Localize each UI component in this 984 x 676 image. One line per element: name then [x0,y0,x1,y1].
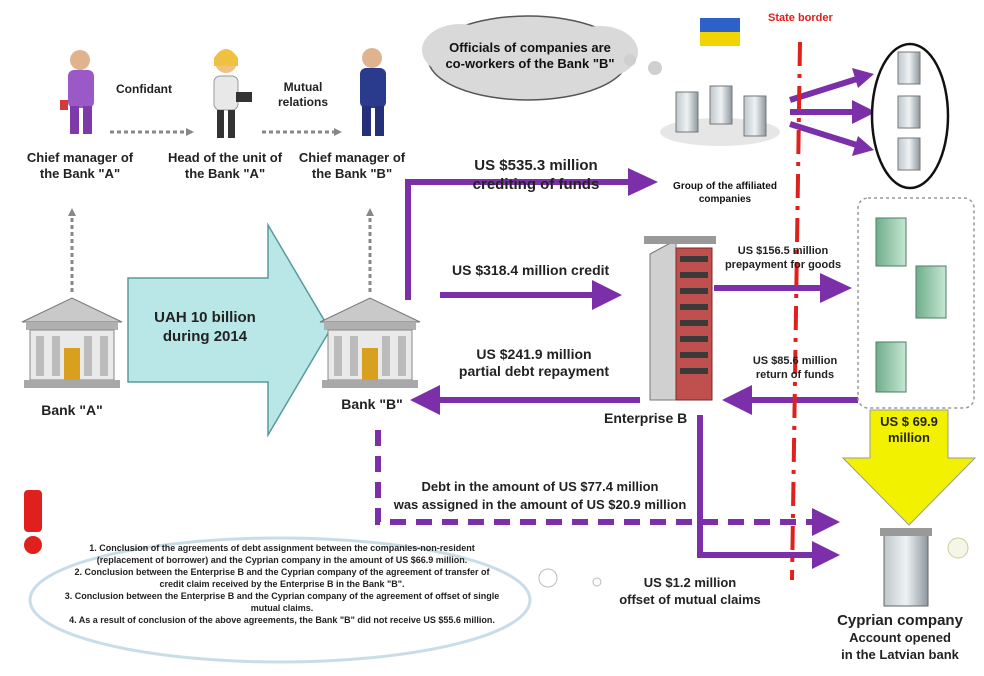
cyprian-company-building-icon [880,528,969,607]
offset-arrow [697,415,820,558]
note-item: 4. As a result of conclusion of the abov… [69,615,495,625]
partial-repayment-label: US $241.9 million partial debt repayment [444,346,624,380]
exclamation-icon [24,490,42,554]
crediting-desc: crediting of funds [472,176,600,193]
bank-a-icon [21,297,123,388]
person-label-head-unit-a: Head of the unit of the Bank "A" [167,150,283,181]
enterprise-label: Enterprise B [604,410,688,426]
person-label-chief-manager-a: Chief manager of the Bank "A" [26,150,134,181]
crediting-label: US $535.3 million crediting of funds [446,156,626,194]
yellow-amount: US $ 69.9 [880,414,938,429]
person-label-chief-manager-b: Chief manager of the Bank "B" [298,150,406,181]
person-chief-manager-a-icon [60,50,94,134]
yellow-unit: million [888,430,930,445]
state-border-label: State border [768,12,833,24]
crediting-amount: US $535.3 million [474,157,598,174]
bank-a-label: Bank "A" [41,402,103,418]
debt-line1: Debt in the amount of US $77.4 million [421,479,659,494]
offset-desc: offset of mutual claims [619,592,761,607]
prepay-label: US $156.5 million prepayment for goods [716,244,850,272]
ukraine-flag-icon [700,18,740,46]
big-arrow-text: UAH 10 billion during 2014 [154,309,256,345]
debt-line2: was assigned in the amount of US $20.9 m… [393,497,687,512]
yellow-arrow-label: US $ 69.9 million [870,414,948,446]
mutual-relations-label: Mutual relations [277,80,328,109]
cyprian-acc1: Account opened [849,630,951,645]
offset-label: US $1.2 million offset of mutual claims [600,574,780,608]
debt-dashed-arrow [375,430,818,525]
return-desc: return of funds [755,369,835,381]
credit-318-label: US $318.4 million credit [452,262,610,278]
person-chief-manager-b-icon [360,48,386,136]
offshore-companies-icon [897,51,921,171]
offset-amount: US $1.2 million [643,575,737,590]
note-item: 2. Conclusion between the Enterprise B a… [74,567,490,589]
partial-desc: partial debt repayment [458,363,610,379]
counterparty-buildings-icon [875,217,947,393]
cloud-shape [422,15,662,101]
notes-cloud [28,536,532,664]
note-item: 3. Conclusion between the Enterprise B a… [64,591,500,613]
prepay-desc: prepayment for goods [724,259,842,271]
yellow-arrow [841,409,977,526]
cloud-text: Officials of companies are co-workers of… [445,40,615,71]
return-amount: US $85.6 million [752,355,838,367]
state-border-line [790,41,802,581]
person-head-unit-a-icon [213,49,252,138]
cyprian-label: Cyprian company Account opened in the La… [820,612,980,663]
bank-b-icon [319,297,421,388]
cyprian-name: Cyprian company [837,612,963,629]
confidant-label: Confidant [116,82,172,96]
partial-amount: US $241.9 million [476,346,592,362]
return-funds-label: US $85.6 million return of funds [730,354,860,382]
debt-label: Debt in the amount of US $77.4 million w… [380,478,700,514]
group-label: Group of the affiliated companies [673,181,777,205]
cyprian-acc2: in the Latvian bank [841,647,959,662]
bank-b-label: Bank "B" [341,396,403,412]
notes-block: 1. Conclusion of the agreements of debt … [62,542,502,626]
big-teal-arrow [127,222,331,438]
prepay-amount: US $156.5 million [737,245,829,257]
affiliated-companies-icon [660,85,780,146]
enterprise-building-icon [644,236,716,401]
note-item: 1. Conclusion of the agreements of debt … [89,543,475,565]
crediting-arrow [405,179,638,300]
